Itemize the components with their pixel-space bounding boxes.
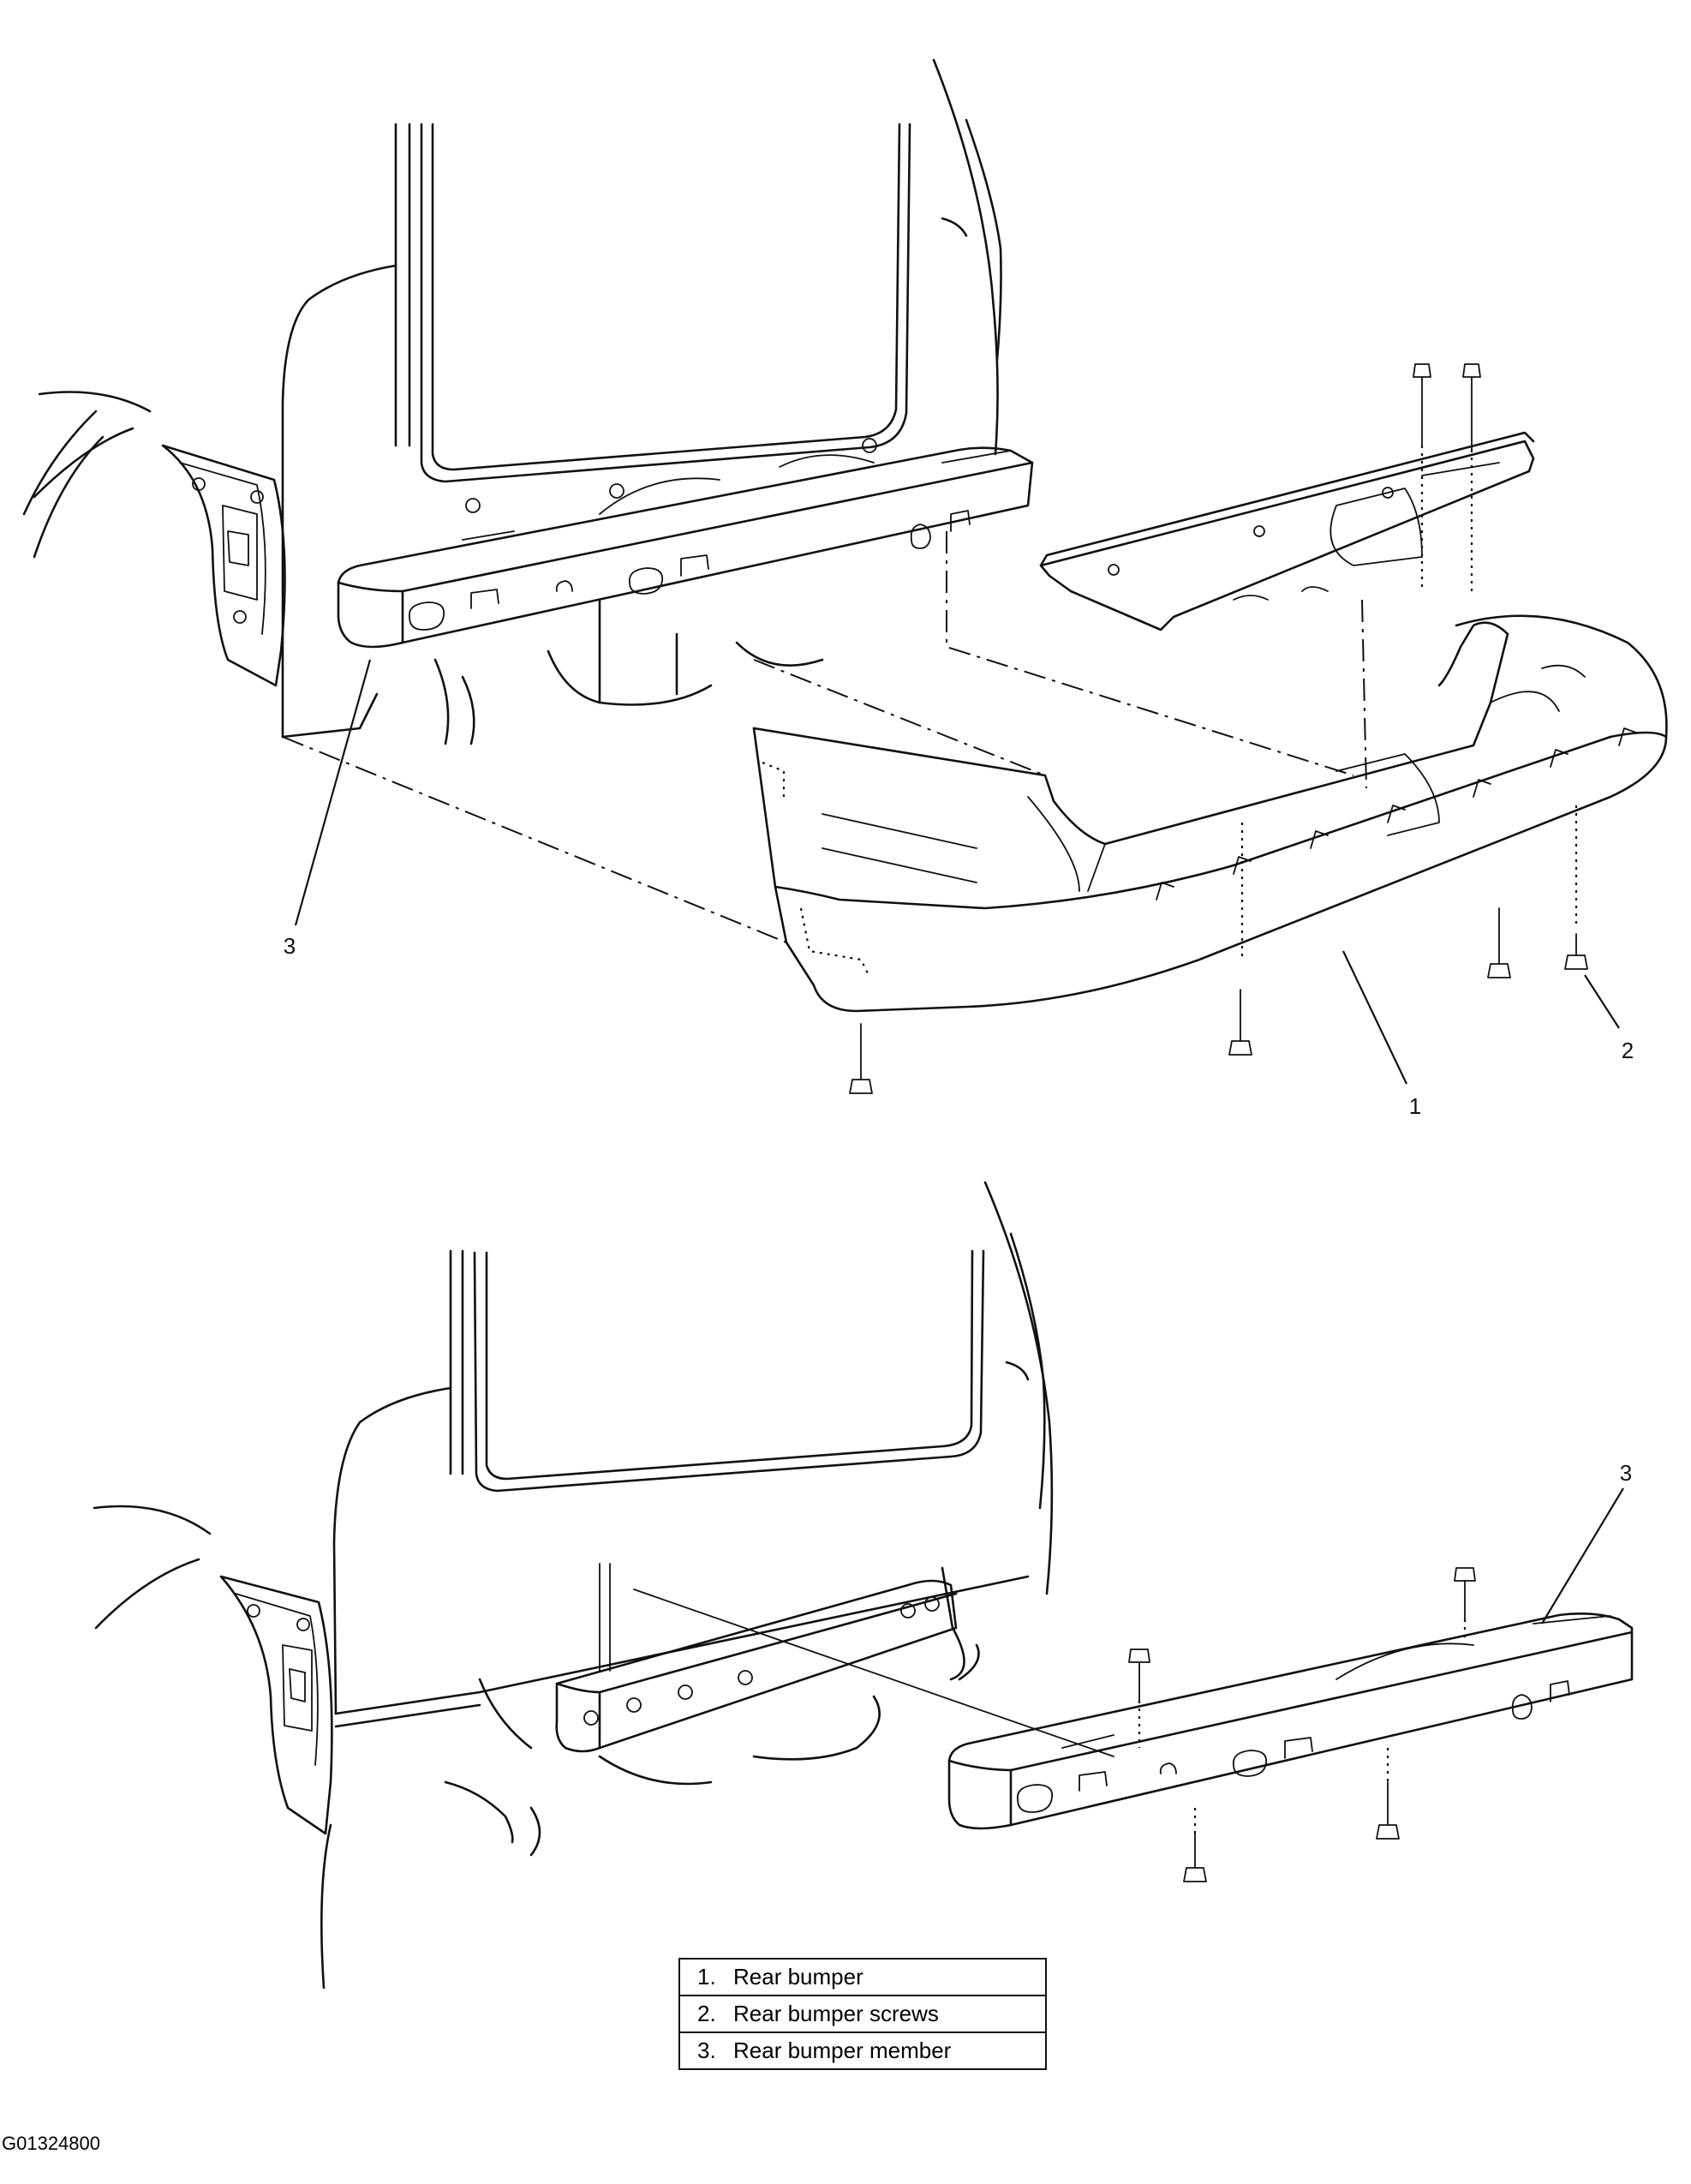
legend-table: 1. Rear bumper 2. Rear bumper screws 3. Rea… [678,1958,1047,2070]
bottom-view: 3 [93,1181,1634,1990]
callout-3-bottom: 3 [1620,1460,1632,1486]
plate-bolts-top [1413,363,1481,591]
callout-leader-3-bottom [1541,1487,1624,1625]
callout-2-top: 2 [1622,1038,1634,1063]
legend-label: Rear bumper member [733,2037,952,2063]
top-view: 1 2 3 [22,58,1668,1119]
callout-leader-2-top [1584,974,1620,1029]
legend-label: Rear bumper screws [733,2001,939,2026]
legend-number: 1. [697,1964,716,1990]
bumper-screws-top [849,907,1588,1094]
legend-row: 2. Rear bumper screws [678,1995,1047,2033]
alignment-line-bottom [633,1589,1114,1757]
vehicle-body-top [22,58,1002,745]
legend-row: 1. Rear bumper [678,1958,1047,1996]
reinforcement-plate-top [1039,431,1535,631]
rear-bumper-member-bottom [947,1613,1634,1830]
callout-1-top: 1 [1409,1093,1421,1119]
callout-leader-3-top [294,659,372,926]
rear-bumper-top [752,614,1668,1013]
callout-leader-1-top [1342,950,1407,1085]
legend-label: Rear bumper [733,1964,863,1990]
legend-number: 2. [697,2001,716,2026]
rear-bumper-member-top [337,438,1034,649]
callout-3-top: 3 [284,933,296,959]
figure-id: G01324800 [2,2133,100,2154]
member-bolts-bottom [1128,1567,1476,1882]
legend-number: 3. [697,2037,716,2063]
alignment-lines-top [282,531,1578,960]
legend-row: 3. Rear bumper member [678,2031,1047,2070]
vehicle-body-bottom [93,1181,1054,1990]
frame-bracket-bottom [555,1563,958,1753]
